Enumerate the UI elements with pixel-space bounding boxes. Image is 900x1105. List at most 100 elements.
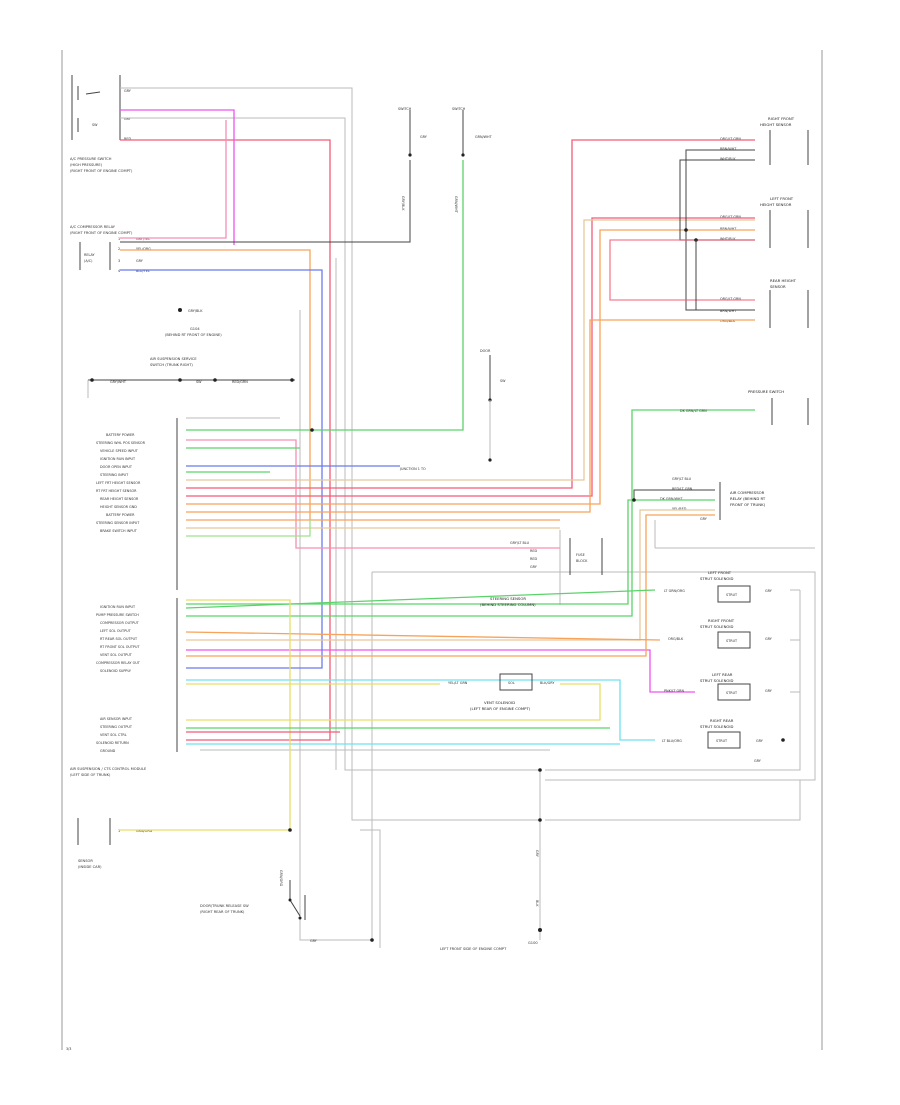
svg-text:STRUT SOLENOID: STRUT SOLENOID <box>700 678 734 683</box>
svg-text:REAR HEIGHT: REAR HEIGHT <box>770 278 797 283</box>
svg-text:RT FRONT SOL OUTPUT: RT FRONT SOL OUTPUT <box>100 645 140 649</box>
svg-text:STRUT: STRUT <box>726 691 738 695</box>
svg-text:GROUND: GROUND <box>100 749 116 753</box>
ground-symbol-top: GRY/BLK G104 (BEHIND RT FRONT OF ENGINE) <box>165 308 222 337</box>
svg-text:AIR SENSOR INPUT: AIR SENSOR INPUT <box>100 717 133 721</box>
svg-text:RED/LT GRN: RED/LT GRN <box>672 487 693 491</box>
svg-text:LEFT SOL OUTPUT: LEFT SOL OUTPUT <box>100 629 132 633</box>
svg-text:PUMP PRESSURE SWITCH: PUMP PRESSURE SWITCH <box>96 613 139 617</box>
vent-solenoid: STEERING SENSOR (BEHIND STEERING COLUMN)… <box>186 596 610 830</box>
svg-text:VENT SOLENOID: VENT SOLENOID <box>484 700 515 705</box>
svg-text:GRY/BLK: GRY/BLK <box>188 309 203 313</box>
svg-text:SOLENOID SUPPLY: SOLENOID SUPPLY <box>100 669 132 673</box>
page-label: 3/3 <box>66 1047 71 1051</box>
svg-text:SW: SW <box>196 380 202 384</box>
svg-text:GRY: GRY <box>535 850 539 858</box>
svg-text:GRY: GRY <box>765 589 773 593</box>
top-middle-switches: SWITCH SWITCH GRY GRN/WHT GRY/BLK GRN/WH… <box>186 107 493 431</box>
svg-text:RIGHT FRONT: RIGHT FRONT <box>708 618 735 623</box>
svg-text:HEIGHT SENSOR: HEIGHT SENSOR <box>760 122 792 127</box>
svg-text:A/C COMPRESSOR RELAY: A/C COMPRESSOR RELAY <box>70 225 116 229</box>
svg-text:VENT SOL CTRL: VENT SOL CTRL <box>100 733 127 737</box>
strut-solenoids: LEFT FRONT STRUT SOLENOID STRUT LT GRN/O… <box>185 570 800 763</box>
svg-text:COMPRESSOR OUTPUT: COMPRESSOR OUTPUT <box>100 621 140 625</box>
right-front-height-sensor: RIGHT FRONT HEIGHT SENSOR ORG/LT GRN BRN… <box>720 116 809 165</box>
svg-text:(RIGHT FRONT OF ENGINE COMPT): (RIGHT FRONT OF ENGINE COMPT) <box>70 231 133 235</box>
svg-text:RELAY: RELAY <box>84 253 96 257</box>
svg-text:(HIGH PRESSURE): (HIGH PRESSURE) <box>70 163 103 167</box>
svg-text:STRUT: STRUT <box>726 593 738 597</box>
svg-text:REAR HEIGHT SENSOR: REAR HEIGHT SENSOR <box>100 497 139 501</box>
svg-text:BRN/WHT: BRN/WHT <box>720 147 737 151</box>
svg-text:PRESSURE SWITCH: PRESSURE SWITCH <box>748 389 784 394</box>
svg-text:BLU/YEL: BLU/YEL <box>136 269 150 273</box>
svg-text:SW: SW <box>92 123 98 127</box>
svg-text:DK GRN/LT GRN: DK GRN/LT GRN <box>680 409 707 413</box>
svg-text:YEL/RED: YEL/RED <box>672 507 687 511</box>
svg-text:1: 1 <box>118 237 120 241</box>
svg-text:AIR SUSPENSION SERVICE: AIR SUSPENSION SERVICE <box>150 357 197 361</box>
svg-text:DK GRN/WHT: DK GRN/WHT <box>660 497 683 501</box>
wire-pink-relay <box>120 120 227 239</box>
svg-text:G100: G100 <box>528 941 538 945</box>
svg-text:RELAY (BEHIND RT: RELAY (BEHIND RT <box>730 496 766 501</box>
ac-pressure-switch: SW GRY GRY RED A/C PRESSURE SWITCH (HIGH… <box>70 75 133 173</box>
svg-text:GRN/ORG: GRN/ORG <box>136 829 153 833</box>
svg-text:VENT SOL OUTPUT: VENT SOL OUTPUT <box>100 653 133 657</box>
svg-text:GRY: GRY <box>765 637 773 641</box>
svg-text:STRUT SOLENOID: STRUT SOLENOID <box>700 724 734 729</box>
svg-text:SOLENOID RETURN: SOLENOID RETURN <box>96 741 129 745</box>
svg-text:STEERING INPUT: STEERING INPUT <box>100 473 129 477</box>
svg-text:(LEFT REAR OF ENGINE COMPT): (LEFT REAR OF ENGINE COMPT) <box>470 706 531 711</box>
svg-text:DOOR: DOOR <box>480 349 491 353</box>
svg-text:GRY: GRY <box>420 135 428 139</box>
svg-text:SENSOR: SENSOR <box>78 859 93 863</box>
svg-text:BRAKE SWITCH INPUT: BRAKE SWITCH INPUT <box>100 529 138 533</box>
svg-text:IGNITION RUN INPUT: IGNITION RUN INPUT <box>100 457 136 461</box>
svg-text:SOL: SOL <box>508 681 515 685</box>
svg-text:A/C PRESSURE SWITCH: A/C PRESSURE SWITCH <box>70 157 112 161</box>
svg-text:LT BLU/ORG: LT BLU/ORG <box>662 739 682 743</box>
gray-bundle-wires <box>120 87 816 948</box>
svg-text:DOOR/TRUNK RELEASE SW: DOOR/TRUNK RELEASE SW <box>200 904 249 908</box>
svg-text:BLK: BLK <box>535 900 539 907</box>
svg-text:RT REAR SOL OUTPUT: RT REAR SOL OUTPUT <box>100 637 138 641</box>
svg-text:GRY: GRY <box>765 689 773 693</box>
svg-text:3: 3 <box>118 259 120 263</box>
svg-text:STRUT: STRUT <box>726 639 738 643</box>
svg-text:SWITCH: SWITCH <box>452 107 466 111</box>
ac-compressor-relay: A/C COMPRESSOR RELAY (RIGHT FRONT OF ENG… <box>70 225 151 273</box>
svg-text:LEFT FRONT SIDE OF ENGINE COMP: LEFT FRONT SIDE OF ENGINE COMPT <box>440 947 507 951</box>
svg-text:STEERING WHL POS SENSOR: STEERING WHL POS SENSOR <box>96 441 146 445</box>
svg-text:ORG/LT GRN: ORG/LT GRN <box>720 137 741 141</box>
svg-text:GRY/WHT: GRY/WHT <box>110 380 127 384</box>
svg-text:1: 1 <box>118 829 120 833</box>
air-compressor: AIR COMPRESSOR RELAY (BEHIND RT FRONT OF… <box>186 477 766 657</box>
svg-text:LEFT FRT HEIGHT SENSOR: LEFT FRT HEIGHT SENSOR <box>96 481 141 485</box>
svg-text:LEFT REAR: LEFT REAR <box>712 672 733 677</box>
svg-text:STEERING OUTPUT: STEERING OUTPUT <box>100 725 133 729</box>
svg-text:GRY/BLK: GRY/BLK <box>401 196 405 211</box>
svg-text:GRY/YEL: GRY/YEL <box>136 237 150 241</box>
svg-text:VEHICLE SPEED INPUT: VEHICLE SPEED INPUT <box>100 449 139 453</box>
svg-text:RED: RED <box>530 549 537 553</box>
service-switch: AIR SUSPENSION SERVICE SWITCH (TRUNK RIG… <box>87 357 295 398</box>
svg-text:WHT/BLK: WHT/BLK <box>720 237 736 241</box>
wire-red-rf <box>120 139 331 741</box>
svg-text:GRY: GRY <box>124 117 132 121</box>
svg-text:COMPRESSOR RELAY OUT: COMPRESSOR RELAY OUT <box>96 661 141 665</box>
svg-text:RED: RED <box>530 557 537 561</box>
svg-text:RT FRT HEIGHT SENSOR: RT FRT HEIGHT SENSOR <box>96 489 137 493</box>
wire-blue <box>120 269 400 669</box>
svg-text:AIR COMPRESSOR: AIR COMPRESSOR <box>730 490 765 495</box>
svg-text:4: 4 <box>118 269 120 273</box>
svg-text:YEL/ORG: YEL/ORG <box>136 247 151 251</box>
pressure-switch: PRESSURE SWITCH DK GRN/LT GRN <box>186 389 809 617</box>
svg-text:GRY: GRY <box>754 759 762 763</box>
svg-text:(RIGHT FRONT OF ENGINE COMPT): (RIGHT FRONT OF ENGINE COMPT) <box>70 169 133 173</box>
svg-text:SWITCH (TRUNK RIGHT): SWITCH (TRUNK RIGHT) <box>150 363 193 367</box>
svg-text:ORG/BLK: ORG/BLK <box>668 637 684 641</box>
svg-text:BLOCK: BLOCK <box>576 559 588 563</box>
svg-text:(LEFT SIDE OF TRUNK): (LEFT SIDE OF TRUNK) <box>70 773 111 777</box>
